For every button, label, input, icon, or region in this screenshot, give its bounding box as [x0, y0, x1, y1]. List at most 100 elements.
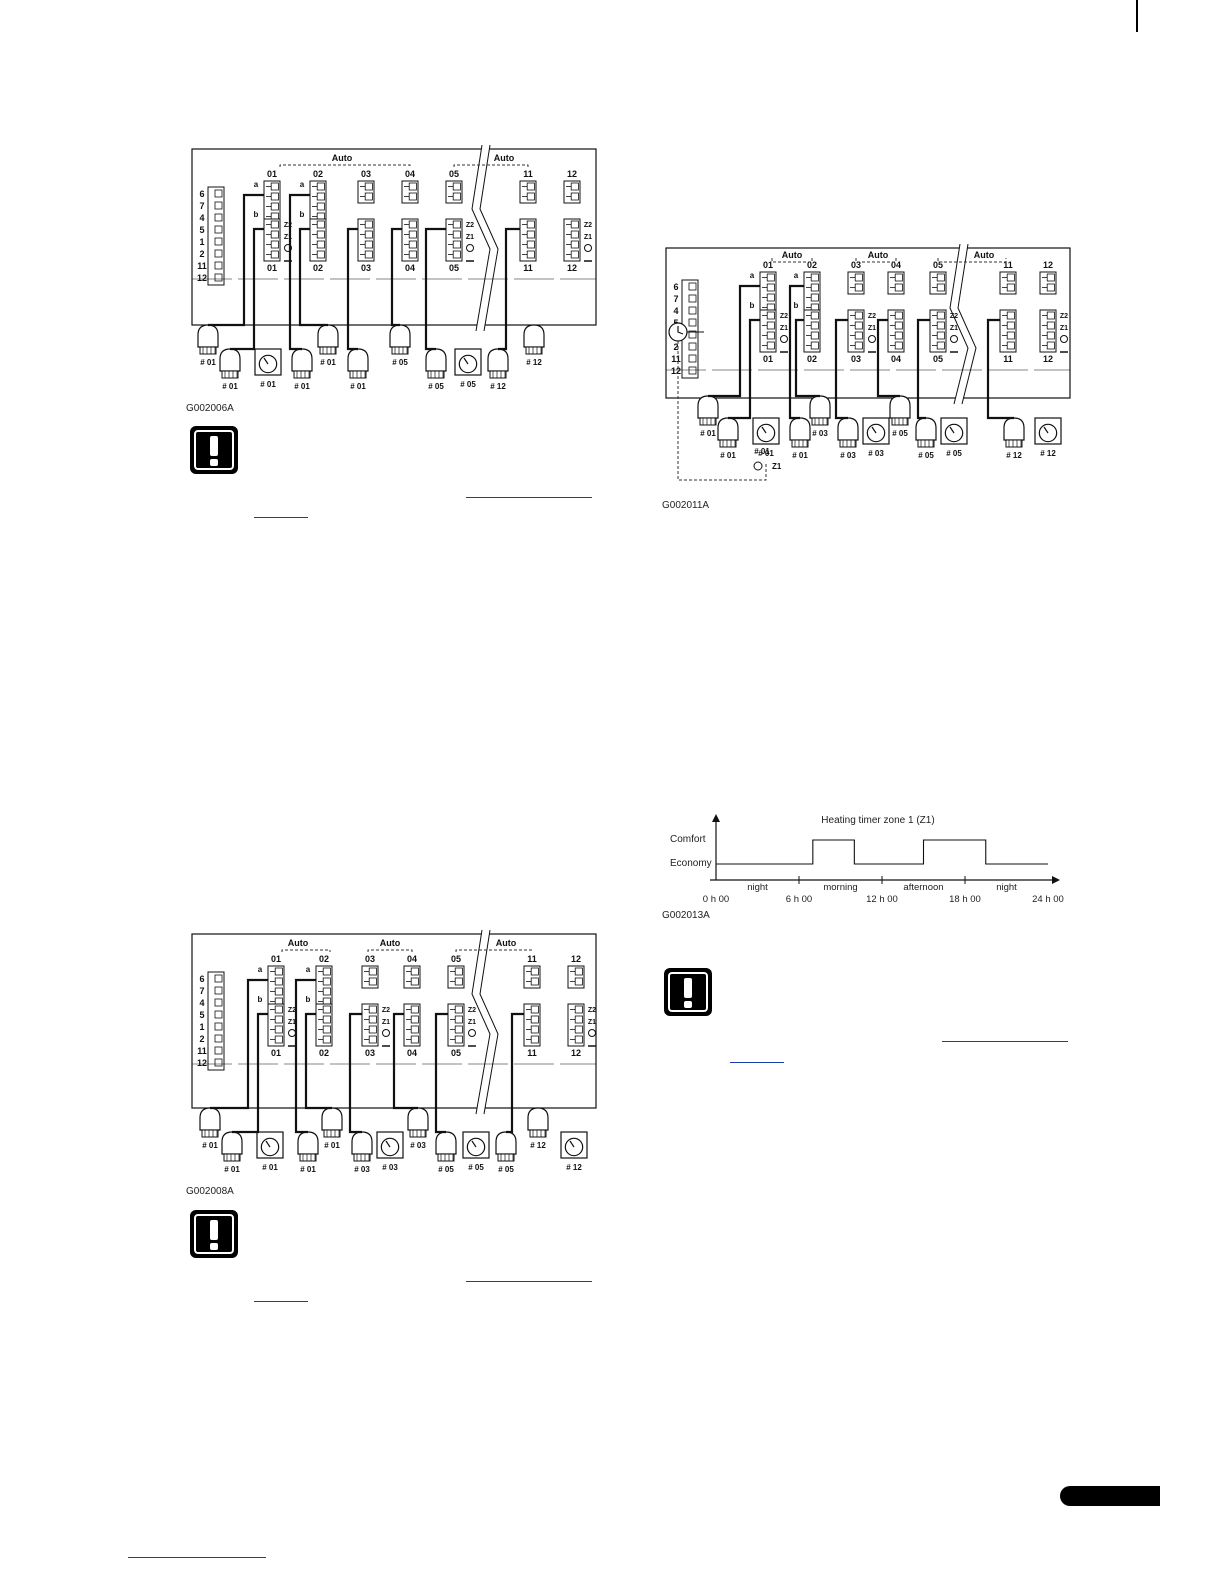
- actuator-icon: [915, 417, 937, 448]
- terminal-block-frame: [803, 309, 821, 353]
- channel-number-bottom: 02: [313, 263, 323, 273]
- actuator-icon: [527, 1107, 549, 1138]
- actuator-body: [407, 1107, 429, 1131]
- thermostat-icon: [254, 348, 282, 376]
- input-terminal-screw: [214, 1010, 223, 1019]
- channel-number-top: 05: [451, 954, 461, 964]
- terminal-screw: [1006, 331, 1015, 340]
- terminal-screw: [526, 182, 535, 191]
- actuator-base: [891, 417, 909, 426]
- a-label: a: [306, 965, 311, 974]
- figure-code: G002013A: [662, 910, 710, 921]
- wire: [346, 227, 358, 351]
- device-label: # 01: [324, 1141, 340, 1150]
- channel-number-top: 04: [405, 169, 415, 179]
- terminal-block: [401, 218, 419, 262]
- terminal-screw: [316, 220, 325, 229]
- channel-number-bottom: 12: [1043, 354, 1053, 364]
- actuator-base: [199, 346, 217, 355]
- channel-number-top: 05: [933, 260, 943, 270]
- actuator-base: [353, 1153, 371, 1162]
- footer-link[interactable]: [128, 1557, 266, 1558]
- row-label-2: 2: [199, 249, 204, 259]
- warning-icon: [190, 1210, 238, 1258]
- terminal-screw: [364, 240, 373, 249]
- device-label: # 12: [566, 1163, 582, 1172]
- actuator-body: [389, 324, 411, 348]
- terminal-screw: [368, 1035, 377, 1044]
- led-icon: [1060, 335, 1068, 343]
- actuator-base: [221, 370, 239, 379]
- terminal-screw: [270, 182, 279, 191]
- device-label: # 05: [392, 358, 408, 367]
- terminal-screw: [408, 220, 417, 229]
- terminal-screw: [454, 977, 463, 986]
- row-label-4: 4: [673, 306, 678, 316]
- actuator-base: [839, 439, 857, 448]
- terminal-screw: [570, 182, 579, 191]
- terminal-screw: [1006, 273, 1015, 282]
- led-icon: [466, 244, 474, 252]
- terminal-block: [357, 180, 375, 204]
- actuator-body: [495, 1131, 517, 1155]
- terminal-screw: [574, 1035, 583, 1044]
- actuator-icon: [351, 1131, 373, 1162]
- terminal-block-frame: [847, 309, 865, 353]
- device-label: # 05: [438, 1165, 454, 1174]
- figure-code: G002006A: [186, 403, 234, 414]
- terminal-block: [803, 309, 821, 353]
- terminal-block: [1039, 309, 1057, 353]
- wire: [794, 318, 820, 398]
- actuator-base: [497, 1153, 515, 1162]
- channel-number-bottom: 03: [365, 1048, 375, 1058]
- channel-number-bottom: 11: [523, 263, 533, 273]
- device-label: # 12: [490, 382, 506, 391]
- actuator-body: [435, 1131, 457, 1155]
- input-terminal-screw: [688, 294, 697, 303]
- terminal-screw: [936, 321, 945, 330]
- reference-link-continued[interactable]: [254, 1301, 308, 1302]
- period-label: morning: [823, 882, 857, 893]
- actuator-icon: [837, 417, 859, 448]
- terminal-screw: [530, 1025, 539, 1034]
- terminal-block: [563, 218, 581, 262]
- actuator-body: [221, 1131, 243, 1155]
- thermostat-needle: [463, 357, 469, 365]
- y-level-economy: Economy: [670, 858, 712, 869]
- terminal-screw: [322, 1015, 331, 1024]
- reference-link[interactable]: [466, 497, 592, 498]
- terminal-screw: [854, 341, 863, 350]
- input-terminal-screw: [214, 213, 223, 222]
- terminal-screw: [894, 311, 903, 320]
- device-label: # 01: [262, 1163, 278, 1172]
- break-gap: [471, 930, 499, 1115]
- terminal-screw: [854, 273, 863, 282]
- terminal-screw: [274, 987, 283, 996]
- channel-number-top: 12: [1043, 260, 1053, 270]
- auto-label: Auto: [974, 250, 995, 260]
- terminal-screw: [270, 202, 279, 211]
- channel-number-top: 02: [807, 260, 817, 270]
- page-edge-rule: [1136, 0, 1138, 32]
- reference-link[interactable]: [942, 1041, 1068, 1042]
- reference-link-continued[interactable]: [254, 517, 308, 518]
- led-icon: [468, 1029, 476, 1037]
- auto-link: [771, 258, 813, 263]
- device-label: # 01: [200, 358, 216, 367]
- terminal-block: [563, 180, 581, 204]
- actuator-base: [529, 1129, 547, 1138]
- reference-link[interactable]: [466, 1281, 592, 1282]
- actuator-icon: [425, 348, 447, 379]
- reference-link-continued[interactable]: [730, 1062, 784, 1063]
- device-label: # 05: [468, 1163, 484, 1172]
- figure-g002006a: 67451211120101Z2Z1ab0202ab030304040505Z2…: [191, 145, 597, 391]
- thermostat-icon: [752, 417, 780, 445]
- channel-number-top: 11: [527, 954, 537, 964]
- channel-number-bottom: 11: [527, 1048, 537, 1058]
- actuator-icon: [347, 348, 369, 379]
- row-label-12: 12: [197, 1058, 207, 1068]
- terminal-screw: [452, 230, 461, 239]
- terminal-screw: [810, 331, 819, 340]
- terminal-block-frame: [401, 218, 419, 262]
- thermostat-icon: [454, 348, 482, 376]
